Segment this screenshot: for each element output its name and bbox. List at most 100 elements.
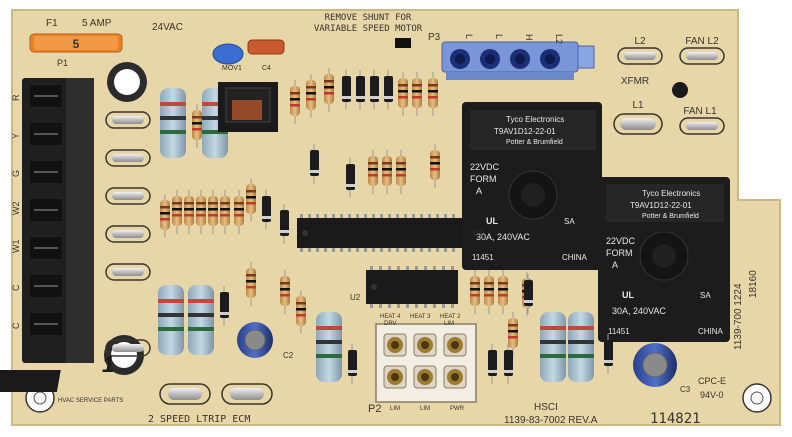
power-resistor — [540, 312, 566, 382]
relay-ul-mark: UL — [486, 216, 498, 226]
p2-top-label-1: HEAT 4 — [380, 314, 401, 320]
p3-label: P3 — [428, 32, 441, 43]
resistor-band — [160, 212, 170, 215]
resistor-band — [234, 214, 244, 217]
ic-pin — [444, 214, 447, 218]
resistor-band — [188, 327, 214, 331]
resistor-band — [172, 208, 182, 211]
resistor-band — [430, 156, 440, 159]
resistor-band — [172, 202, 182, 205]
ic-pin — [380, 248, 383, 252]
diode — [220, 292, 229, 318]
diode — [342, 76, 351, 102]
resistor-band — [192, 128, 202, 131]
relay-form-letter: A — [612, 260, 618, 270]
resistor-band — [192, 122, 202, 125]
small-resistor — [306, 80, 316, 110]
ic-pin — [388, 266, 391, 270]
capacitor-c3 — [633, 343, 677, 387]
resistor-band — [430, 162, 440, 165]
part-number: 1139-83-7002 REV.A — [504, 415, 598, 426]
ic-pin — [388, 304, 391, 308]
resistor-band — [316, 326, 342, 330]
diode-band — [342, 96, 351, 99]
small-resistor — [234, 196, 244, 226]
spade-terminal-l2[interactable] — [617, 47, 663, 65]
resistor-band — [202, 102, 228, 106]
resistor-band — [568, 340, 594, 344]
spade-terminal-left-5[interactable] — [105, 263, 151, 281]
resistor-band — [246, 286, 256, 289]
spade-terminal-l1[interactable] — [613, 113, 663, 135]
diode — [356, 76, 365, 102]
ic-pin — [404, 214, 407, 218]
resistor-band — [160, 130, 186, 134]
ic-pin — [379, 304, 382, 308]
resistor-band — [188, 313, 214, 317]
resistor-band — [368, 174, 378, 177]
small-resistor — [160, 200, 170, 230]
terminal-label-1: R — [11, 94, 21, 101]
shunt-jumper[interactable] — [395, 38, 411, 48]
p2-pins — [383, 333, 467, 389]
ic-pin — [415, 304, 418, 308]
terminal-l2-label: L2 — [634, 36, 646, 47]
ic-pin — [370, 266, 373, 270]
resistor-band — [428, 96, 438, 99]
spade-metal — [112, 116, 144, 124]
ic-pin — [433, 266, 436, 270]
spade-terminal-left-7[interactable] — [105, 339, 151, 357]
c4-label: C4 — [262, 65, 271, 72]
spade-terminal-bottom-left[interactable] — [159, 383, 211, 405]
spade-terminal-left-2[interactable] — [105, 149, 151, 167]
resistor-band — [246, 274, 256, 277]
rating-94: 94V-0 — [700, 390, 724, 400]
relay-csa-mark: SA — [564, 217, 575, 226]
relay-ul-mark: UL — [622, 290, 634, 300]
spade-metal — [112, 192, 144, 200]
p3-pin-label-3: H — [524, 34, 534, 41]
terminal-label-4: W2 — [11, 202, 21, 216]
spade-terminal-fan-l1[interactable] — [679, 117, 725, 135]
ic-pin — [424, 266, 427, 270]
spade-terminal-left-3[interactable] — [105, 187, 151, 205]
ic-pin — [415, 266, 418, 270]
ic-pins — [300, 214, 455, 308]
diode — [370, 76, 379, 102]
relay-brand: Tyco Electronics — [642, 189, 700, 198]
diode-band — [346, 184, 355, 187]
resistor-band — [160, 116, 186, 120]
power-resistor — [568, 312, 594, 382]
p3-pin-label-4: L2 — [554, 34, 564, 44]
u1-label: U1 — [473, 229, 484, 238]
p2-bottom-label-3: PWR — [450, 406, 465, 412]
ic-pin — [324, 248, 327, 252]
spade-terminal-fan-l2[interactable] — [679, 47, 725, 65]
resistor-band — [160, 206, 170, 209]
resistor-band — [188, 299, 214, 303]
relay-rating: 30A, 240VAC — [476, 232, 530, 242]
resistor-band — [306, 98, 316, 101]
ic-pin — [412, 214, 415, 218]
spade-terminal-left-1[interactable] — [105, 111, 151, 129]
ic-pin — [340, 214, 343, 218]
terminal-label-2: Y — [11, 133, 21, 139]
ic-pin — [412, 248, 415, 252]
fuse-f1: 5 — [29, 33, 123, 53]
resistor-band — [498, 294, 508, 297]
resistor-band — [202, 130, 228, 134]
resistor-band — [280, 282, 290, 285]
p2-pin-hole — [451, 341, 459, 349]
resistor-band — [484, 294, 494, 297]
spade-terminal-left-4[interactable] — [105, 225, 151, 243]
resistor-band — [382, 162, 392, 165]
spade-terminal-bottom-right[interactable] — [221, 383, 273, 405]
ic-pin — [428, 214, 431, 218]
switching-module — [218, 82, 278, 132]
small-resistor — [382, 156, 392, 186]
mounting-hole-top — [107, 62, 147, 102]
cpc-label: CPC-E — [698, 376, 726, 386]
resistor-band — [158, 299, 184, 303]
